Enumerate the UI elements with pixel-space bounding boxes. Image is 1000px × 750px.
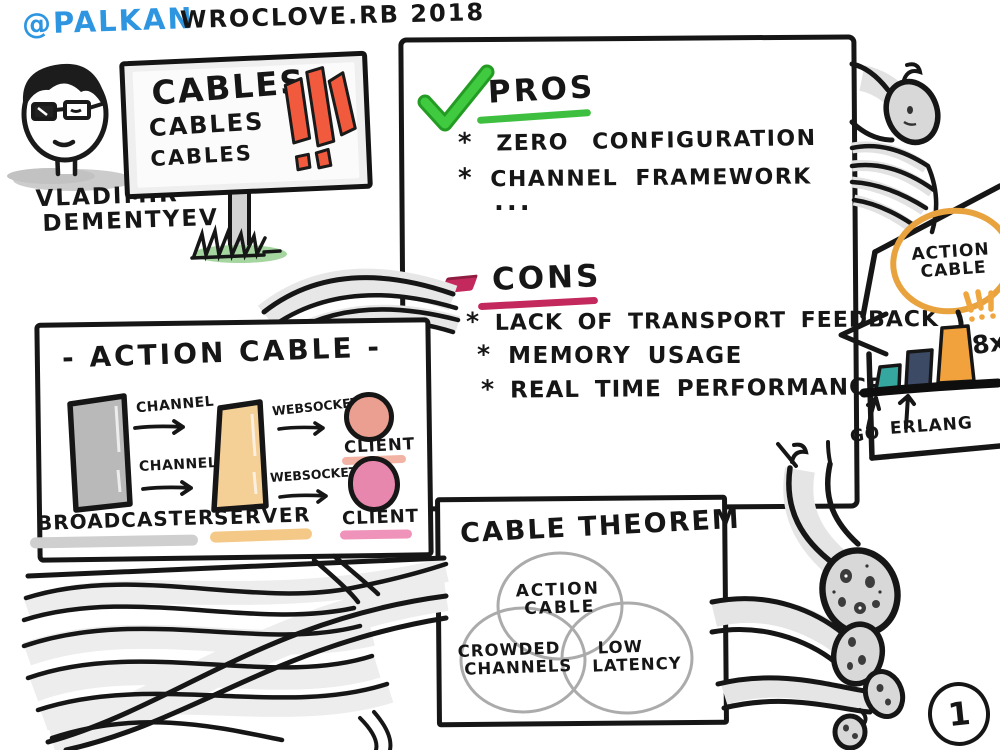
grass-scribble	[190, 224, 287, 263]
event-title: WROCLOVE.RB 2018	[179, 0, 486, 34]
client-circle	[348, 456, 400, 512]
cons-title: CONS	[491, 258, 602, 298]
falling-bars-icon	[283, 66, 357, 172]
client-label: CLIENT	[343, 434, 416, 457]
bullet: *	[477, 340, 492, 369]
cons-item-text: REAL TIME PERFORMANCE	[509, 374, 884, 404]
broadcaster-shape	[67, 393, 133, 513]
speaker-avatar	[7, 63, 133, 191]
venn-label-low-latency: LOW LATENCY	[592, 637, 682, 676]
benchmark-panel-border	[838, 183, 1000, 461]
channel-arrow	[141, 480, 193, 496]
up-arrow-icons	[866, 394, 916, 430]
sign-board: CABLES CABLES CABLES	[119, 50, 373, 200]
sign-post	[228, 182, 251, 254]
pros-title: PROS	[487, 69, 597, 111]
websocket-arrow	[278, 489, 328, 504]
cable-drawing-bottom-right	[709, 440, 906, 750]
benchmark-bars-chart	[859, 324, 1000, 398]
venn-diagram	[459, 551, 694, 715]
cons-item: * REAL TIME PERFORMANCE	[480, 372, 884, 404]
server-label: SERVER	[213, 502, 312, 530]
venn-label-line: CHANNELS	[463, 655, 573, 679]
multiplier-label: 8x	[970, 326, 1000, 361]
cable-drawing-top-right	[849, 61, 941, 235]
client-underline	[339, 529, 413, 540]
bullet: *	[480, 374, 496, 404]
venn-label-line: LATENCY	[591, 653, 683, 676]
server-shape	[211, 399, 269, 513]
cons-item: * MEMORY USAGE	[477, 341, 743, 369]
bullet: *	[457, 127, 474, 159]
pros-ellipsis: ...	[494, 187, 533, 217]
exclamation-icon	[963, 289, 996, 322]
bullet: *	[457, 163, 474, 194]
websocket-arrow	[277, 421, 325, 436]
check-icon	[417, 64, 495, 132]
author-handle: @PALKAN	[21, 1, 195, 41]
page-number: 1	[945, 693, 973, 734]
callout-line: CABLE	[919, 257, 988, 283]
cable-drawing-bottom-left	[21, 553, 449, 750]
client-circle	[344, 392, 394, 442]
venn-label-crowded-channels: CROWDED CHANNELS	[457, 638, 573, 679]
cons-item-text: MEMORY USAGE	[508, 343, 743, 369]
client-label: CLIENT	[341, 505, 420, 530]
pros-item-text: CHANNEL FRAMEWORK	[490, 164, 812, 193]
venn-label-line: CABLE	[523, 597, 596, 620]
left-arrow-icon	[838, 311, 889, 357]
venn-label-action-cable: ACTION CABLE	[515, 579, 600, 620]
channel-arrow	[133, 419, 185, 435]
